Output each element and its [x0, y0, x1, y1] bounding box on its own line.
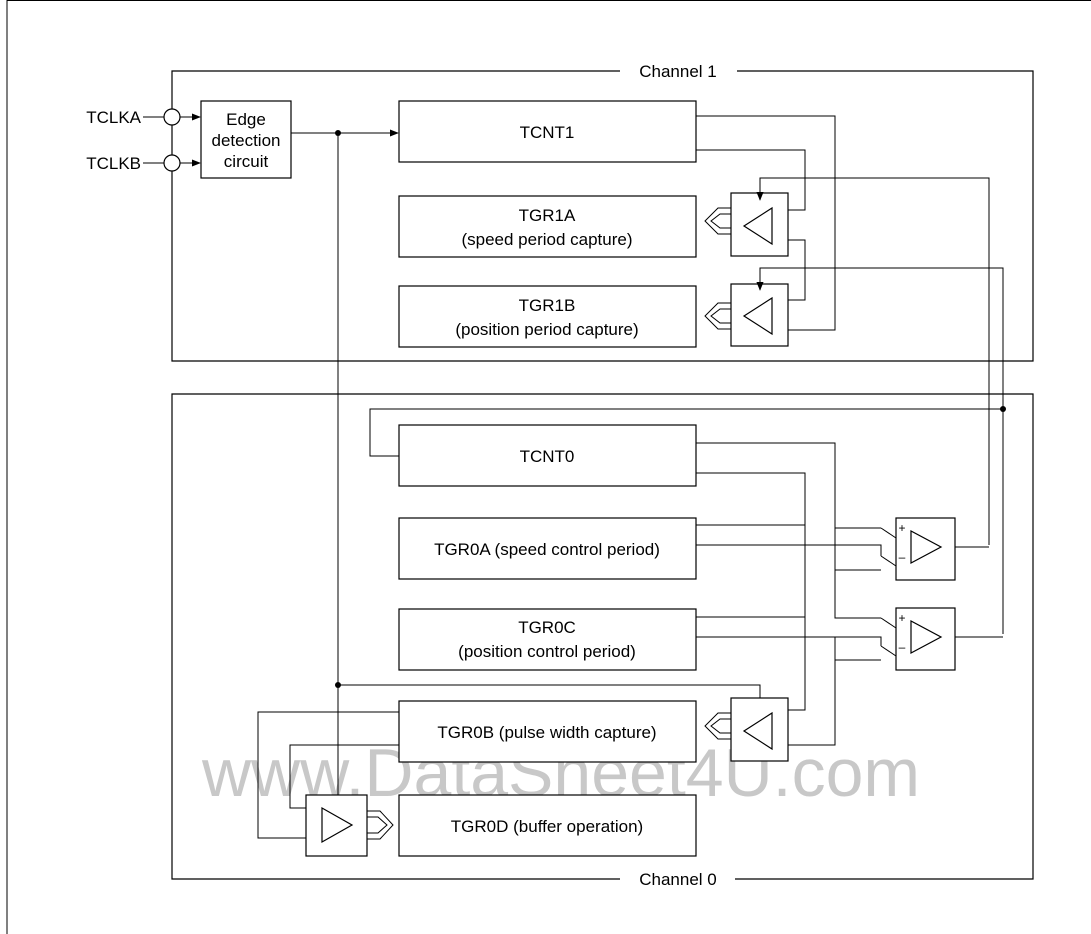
channel0-frame	[171, 393, 1034, 880]
tcnt1-label: TCNT1	[520, 123, 575, 142]
tgr1b-line1: TGR1B	[519, 296, 576, 315]
tclka-pin-icon	[163, 108, 181, 126]
tgr0d-label: TGR0D (buffer operation)	[451, 817, 643, 836]
tgr0c-line1: TGR0C	[518, 618, 576, 637]
comparator-plus: +	[898, 611, 905, 625]
tgr1a-line2: (speed period capture)	[461, 230, 632, 249]
comparator-icon	[910, 530, 943, 564]
channel1-frame	[171, 70, 1034, 362]
wide-arrow-icon	[367, 810, 394, 840]
tgr1b-line2: (position period capture)	[455, 320, 638, 339]
buffer-triangle-icon	[742, 206, 773, 246]
tcnt0-label: TCNT0	[520, 447, 575, 466]
tgr0c-line2: (position control period)	[458, 642, 636, 661]
tgr1a-line1: TGR1A	[519, 206, 576, 225]
buffer-triangle-icon	[742, 711, 773, 751]
tgr1b-register	[398, 285, 697, 348]
comparator-plus: +	[898, 521, 905, 535]
buffer-triangle-icon	[742, 296, 773, 336]
tgr0a-label: TGR0A (speed control period)	[434, 540, 660, 559]
tclka-label: TCLKA	[86, 108, 141, 127]
tclkb-pin-icon	[163, 154, 181, 172]
tcnt0-register	[398, 424, 697, 487]
tclkb-label: TCLKB	[86, 154, 141, 173]
edge-detection-circuit	[200, 100, 292, 179]
wide-arrow-icon	[704, 207, 731, 235]
edge-detector-line1: Edge	[226, 110, 266, 129]
channel1-label: Channel 1	[639, 62, 717, 81]
tgr0b-register	[398, 700, 697, 763]
edge-detector-line2: detection	[212, 131, 281, 150]
comparator-icon	[910, 620, 943, 654]
tgr1a-register	[398, 195, 697, 258]
tgr0b-label: TGR0B (pulse width capture)	[437, 723, 656, 742]
comparator-minus: –	[899, 550, 906, 564]
wide-arrow-icon	[704, 712, 731, 740]
buffer-triangle-icon	[321, 806, 354, 844]
comparator-minus: –	[899, 640, 906, 654]
tgr0c-register	[398, 608, 697, 671]
tgr0a-register	[398, 517, 697, 580]
wide-arrow-icon	[704, 302, 731, 330]
tcnt1-register	[398, 100, 697, 163]
tgr0d-register	[398, 794, 697, 857]
channel0-label: Channel 0	[639, 870, 717, 889]
edge-detector-line3: circuit	[224, 152, 269, 171]
